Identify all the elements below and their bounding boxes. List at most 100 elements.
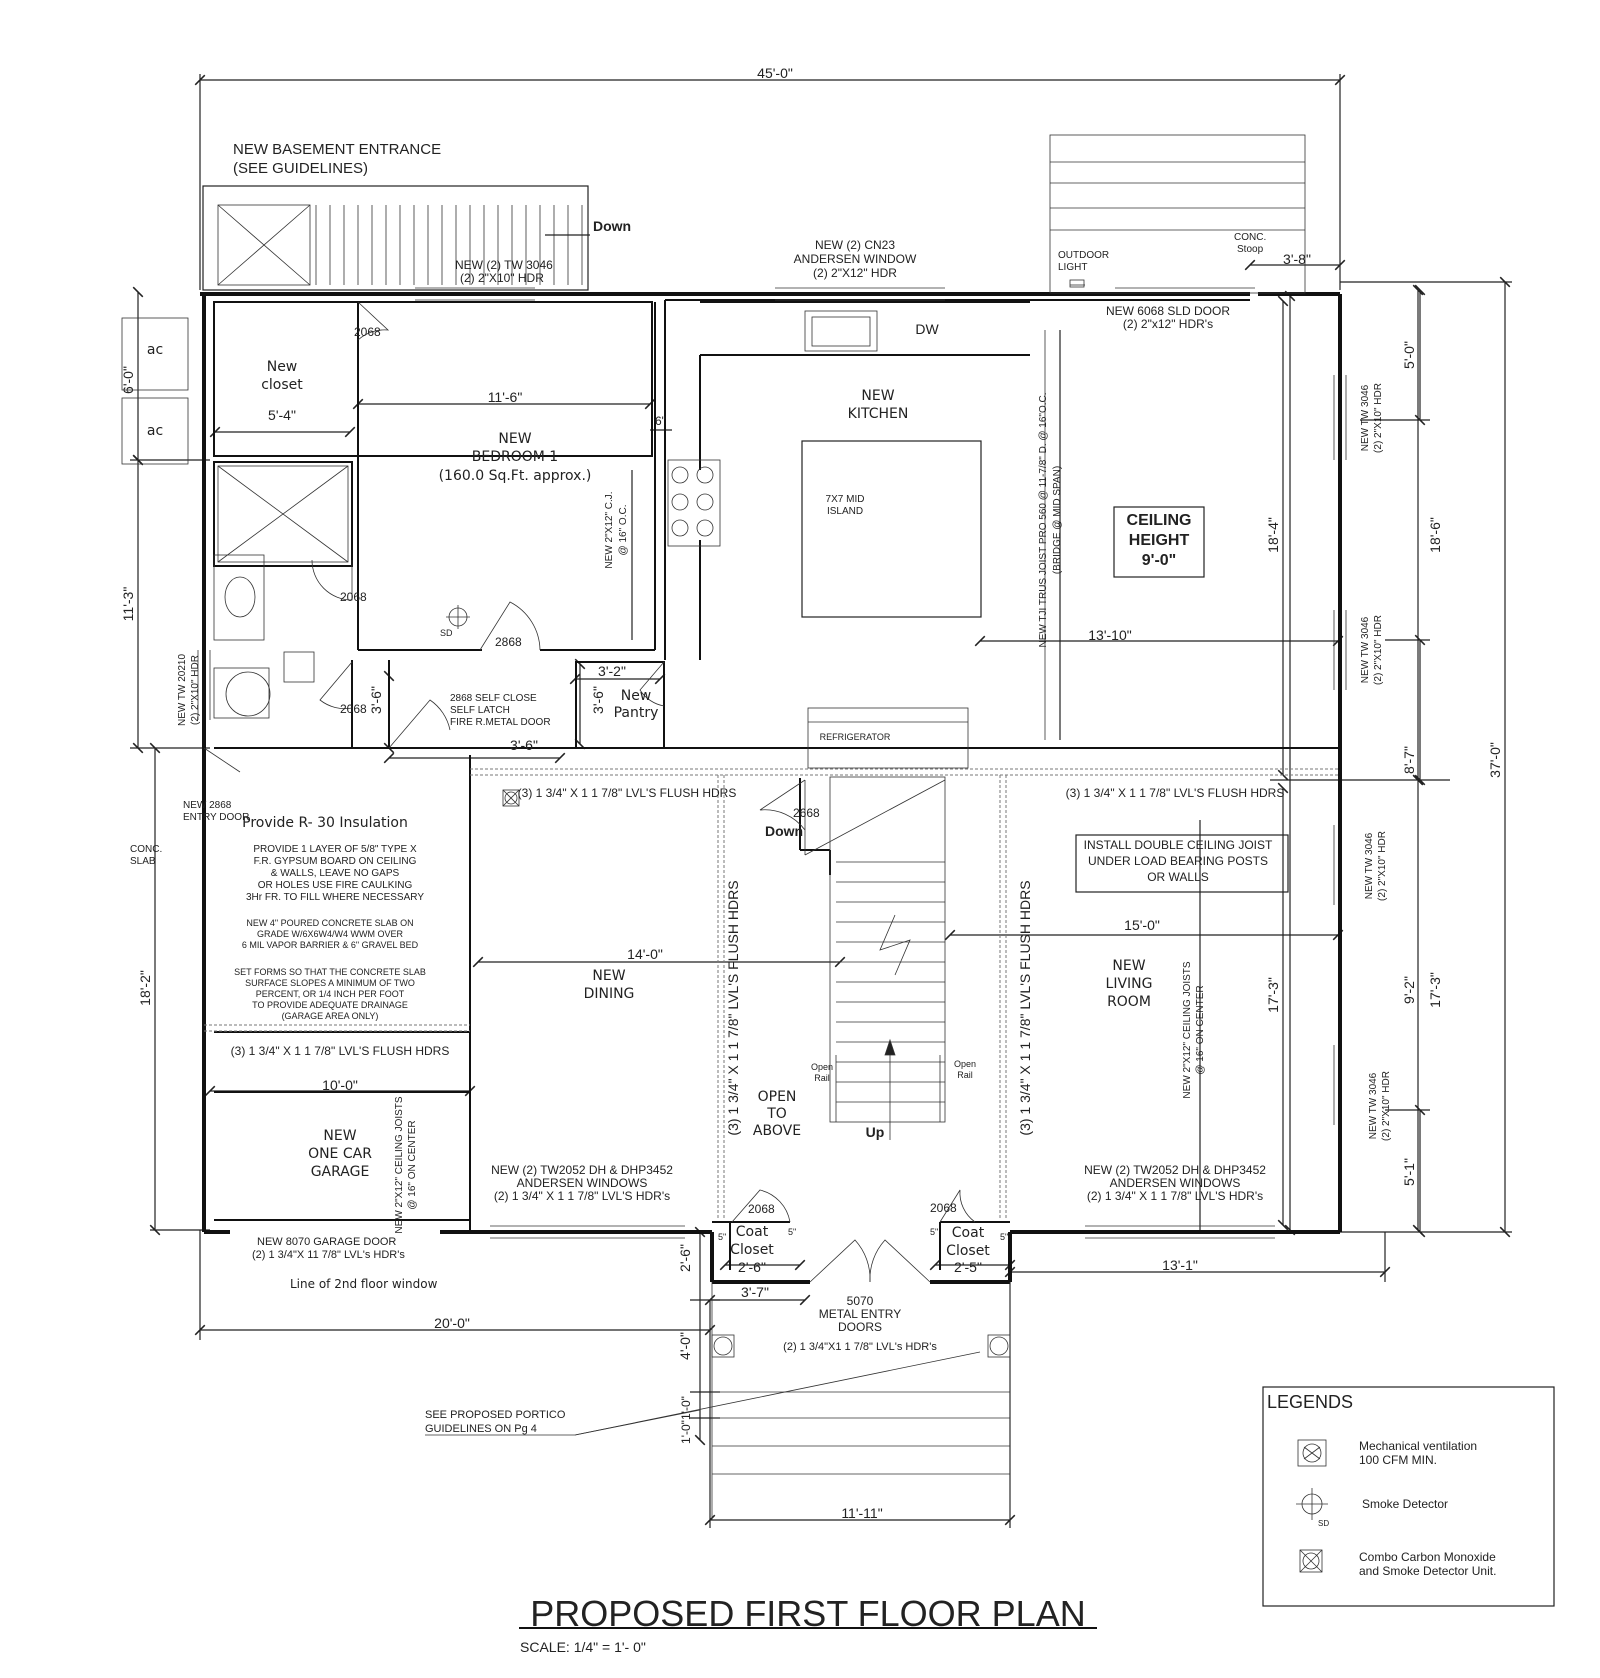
door-2668: 2668 bbox=[793, 806, 820, 820]
door-2068-e: 2068 bbox=[930, 1201, 957, 1215]
dim-1-0-b: 1'-0" bbox=[679, 1420, 693, 1444]
co-smoke-detector-icon bbox=[502, 789, 520, 807]
install-joist-2: UNDER LOAD BEARING POSTS bbox=[1088, 854, 1268, 868]
gyp-4: OR HOLES USE FIRE CAULKING bbox=[258, 880, 413, 891]
dim-11-3: 11'-3" bbox=[120, 587, 136, 622]
door-2068-d: 2068 bbox=[748, 1202, 775, 1216]
forms-1: SET FORMS SO THAT THE CONCRETE SLAB bbox=[234, 967, 426, 977]
dim-2-6-a: 2'-6" bbox=[677, 1244, 693, 1272]
entry-door-1: NEW 2868 bbox=[183, 800, 232, 811]
gyp-2: F.R. GYPSUM BOARD ON CEILING bbox=[254, 856, 417, 867]
bedroom-2: BEDROOM 1 bbox=[472, 449, 558, 465]
legend-item-2: Smoke Detector bbox=[1362, 1497, 1448, 1511]
bedroom-1: NEW bbox=[498, 431, 531, 447]
mechanical-ventilation-icon bbox=[1297, 1439, 1327, 1467]
door-2068-c: 2068 bbox=[340, 702, 367, 716]
door-2068-a: 2068 bbox=[354, 325, 381, 339]
forms-4: TO PROVIDE ADEQUATE DRAINAGE bbox=[252, 1000, 408, 1010]
stoop-2: Stoop bbox=[1237, 244, 1264, 255]
tw3046-top: NEW (2) TW 3046 bbox=[455, 258, 553, 272]
island-2: ISLAND bbox=[827, 506, 863, 517]
pantry-1: New bbox=[621, 688, 652, 704]
open-above-1: OPEN bbox=[758, 1089, 797, 1105]
tw3046-r4-1: NEW TW 3046 bbox=[1368, 1072, 1379, 1139]
dim-13-1: 13'-1" bbox=[1162, 1257, 1198, 1273]
joist-kitchen-1: NEW TJI TRUS JOIST PRO 560 @ 11-7/8" D. … bbox=[1038, 392, 1049, 647]
garage-joist-2: @ 16" ON CENTER bbox=[407, 1120, 418, 1209]
legend-item-1b: 100 CFM MIN. bbox=[1359, 1453, 1437, 1467]
win-dining-1: NEW (2) TW2052 DH & DHP3452 bbox=[491, 1163, 673, 1177]
cn23-3: (2) 2"X12" HDR bbox=[813, 266, 897, 280]
lvl-garage: (3) 1 3/4" X 1 1 7/8" LVL'S FLUSH HDRS bbox=[231, 1044, 450, 1058]
tw3046-r1-2: (2) 2"X10" HDR bbox=[1373, 383, 1384, 453]
ac-1: ac bbox=[147, 342, 163, 358]
living-joist-2: @ 16" ON CENTER bbox=[1195, 985, 1206, 1074]
entry-doors-4: (2) 1 3/4"X1 1 7/8" LVL's HDR's bbox=[783, 1341, 937, 1353]
dim-37-0: 37'-0" bbox=[1487, 742, 1503, 778]
dim-10-0: 10'-0" bbox=[322, 1077, 358, 1093]
legend-item-3b: and Smoke Detector Unit. bbox=[1359, 1564, 1496, 1578]
dim-13-10: 13'-10" bbox=[1088, 627, 1131, 643]
coat1-1: Coat bbox=[736, 1224, 769, 1240]
dim-5-c: 5" bbox=[930, 1227, 938, 1237]
dim-2-6-b: 2'-6" bbox=[738, 1259, 766, 1275]
up-label: Up bbox=[866, 1124, 885, 1140]
bed-cj-2: @ 16" O.C. bbox=[618, 505, 629, 556]
entry-doors-3: DOORS bbox=[838, 1320, 882, 1334]
garage-door-1: NEW 8070 GARAGE DOOR bbox=[257, 1236, 396, 1248]
forms-5: (GARAGE AREA ONLY) bbox=[282, 1011, 379, 1021]
dim-9-2: 9'-2" bbox=[1401, 976, 1417, 1004]
dim-17-3-b: 17'-3" bbox=[1427, 972, 1443, 1008]
door-swings bbox=[203, 301, 1046, 1283]
install-joist-3: OR WALLS bbox=[1147, 870, 1209, 884]
dim-3-6-b: 3'-6" bbox=[590, 686, 606, 714]
legend-item-1a: Mechanical ventilation bbox=[1359, 1439, 1477, 1453]
open-rail-1b: Rail bbox=[814, 1073, 830, 1083]
dim-5-0: 5'-0" bbox=[1401, 341, 1417, 369]
plan-text: 45'-0" NEW BASEMENT ENTRANCE (SEE GUIDEL… bbox=[130, 65, 1496, 1655]
lvl-dining: (3) 1 3/4" X 1 1 7/8" LVL'S FLUSH HDRS bbox=[518, 786, 737, 800]
exterior-walls bbox=[200, 292, 1342, 1284]
dining-1: NEW bbox=[592, 968, 625, 984]
legend-box bbox=[1262, 1386, 1555, 1607]
ac-units bbox=[121, 317, 189, 465]
ceiling-1: CEILING bbox=[1127, 512, 1192, 529]
tw3046-top-2: (2) 2"X10" HDR bbox=[460, 271, 544, 285]
interior-walls bbox=[213, 299, 1340, 1270]
living-1: NEW bbox=[1112, 958, 1145, 974]
win-living-1: NEW (2) TW2052 DH & DHP3452 bbox=[1084, 1163, 1266, 1177]
dim-6: 6" bbox=[655, 414, 666, 428]
tw3046-r4-2: (2) 2"X10" HDR bbox=[1381, 1071, 1392, 1141]
garage-joist-1: NEW 2"X12" CEILING JOISTS bbox=[394, 1096, 405, 1233]
refrigerator-label: REFRIGERATOR bbox=[820, 732, 891, 742]
win-living-3: (2) 1 3/4" X 1 1 7/8" LVL'S HDR's bbox=[1087, 1189, 1263, 1203]
windows bbox=[197, 287, 1347, 1239]
garage-3: GARAGE bbox=[311, 1164, 370, 1180]
fire-door-1: 2868 SELF CLOSE bbox=[450, 693, 537, 704]
dim-2-5: 2'-5" bbox=[954, 1259, 982, 1275]
dim-11-6: 11'-6" bbox=[488, 389, 523, 405]
dim-18-4: 18'-4" bbox=[1265, 517, 1281, 553]
tw20210-2: (2) 2"X10" HDR bbox=[190, 655, 201, 725]
entry-doors-2: METAL ENTRY bbox=[819, 1307, 901, 1321]
tw3046-r3-1: NEW TW 3046 bbox=[1364, 832, 1375, 899]
pantry-2: Pantry bbox=[614, 705, 659, 721]
tw3046-r3-2: (2) 2"X10" HDR bbox=[1377, 831, 1388, 901]
dim-15-0: 15'-0" bbox=[1124, 917, 1160, 933]
living-3: ROOM bbox=[1107, 994, 1151, 1010]
closet-2: closet bbox=[261, 377, 303, 393]
dim-18-6: 18'-6" bbox=[1427, 517, 1443, 553]
stoop-platform bbox=[1049, 134, 1306, 294]
gyp-1: PROVIDE 1 LAYER OF 5/8" TYPE X bbox=[253, 844, 417, 855]
rotated-text: 6'-0" 11'-3" 18'-2" NEW TW 20210 (2) 2"X… bbox=[120, 341, 1503, 1444]
dim-4-0: 4'-0" bbox=[677, 1332, 693, 1360]
slab-3: 6 MIL VAPOR BARRIER & 6" GRAVEL BED bbox=[242, 940, 419, 950]
portico-steps bbox=[574, 1282, 1011, 1520]
kitchen-1: NEW bbox=[861, 388, 894, 404]
install-joist-box bbox=[1075, 834, 1289, 893]
lvl-v1: (3) 1 3/4" X 1 1 7/8" LVL'S FLUSH HDRS bbox=[725, 880, 741, 1135]
smoke-detector-icon bbox=[1296, 1488, 1328, 1520]
install-joist-1: INSTALL DOUBLE CEILING JOIST bbox=[1084, 838, 1273, 852]
dim-3-6-a: 3'-6" bbox=[368, 686, 384, 714]
coat2-2: Closet bbox=[946, 1243, 990, 1259]
